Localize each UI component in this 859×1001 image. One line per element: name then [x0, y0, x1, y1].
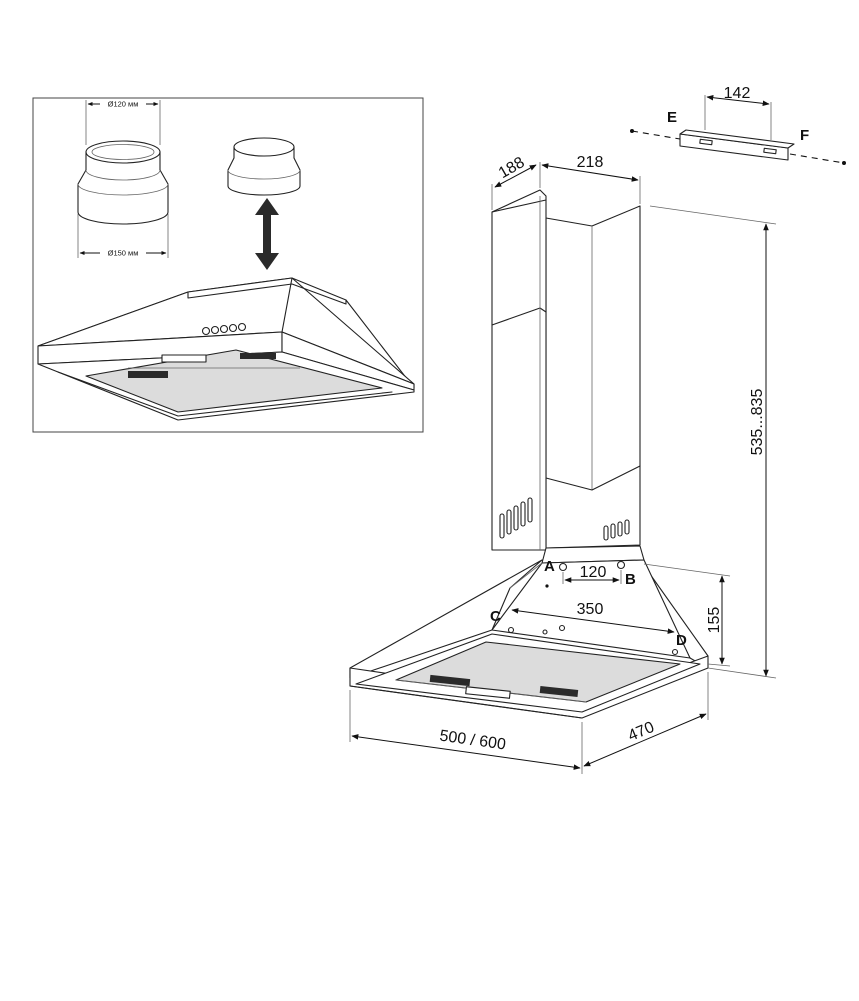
mounting-bracket: E F 142 [630, 85, 846, 165]
dimension-diameter-150: Ø150 мм [77, 214, 169, 258]
main-hood [349, 545, 709, 719]
point-label-f: F [800, 127, 809, 144]
chimney: 188 218 [491, 154, 641, 551]
dimension-diameter-120: Ø120 мм [85, 100, 161, 145]
point-label-b: B [625, 571, 636, 588]
dimension-label-cd: 350 [577, 601, 604, 618]
duct-adapter-120-150 [77, 140, 169, 225]
inset-hood [37, 277, 415, 421]
point-label-c: C [490, 608, 501, 625]
dimension-hood-height: 155 [643, 563, 731, 667]
dimension-label-hood-height: 155 [706, 607, 723, 634]
mounting-double-arrow [255, 198, 279, 270]
chimney-vents-right [603, 519, 630, 541]
point-label-e: E [667, 109, 677, 126]
dimension-label-ab: 120 [580, 564, 607, 581]
control-buttons [201, 322, 247, 336]
main-drawing: E F 142 [349, 85, 846, 774]
dimension-ab: 120 [562, 564, 622, 584]
inset-panel: Ø120 мм Ø150 мм [32, 97, 424, 433]
dimension-cd: 350 [511, 601, 675, 634]
dimension-label-chimney-width: 218 [577, 154, 604, 171]
dimension-label-diameter-120: Ø120 мм [108, 100, 139, 109]
point-label-a: A [544, 558, 555, 575]
dimension-label-chimney-height: 535...835 [749, 389, 766, 456]
dimension-label-diameter-150: Ø150 мм [108, 249, 139, 258]
dimension-label-bracket-width: 142 [724, 85, 751, 102]
point-label-d: D [676, 632, 687, 649]
dimension-label-hood-depth: 470 [626, 719, 657, 745]
dimension-chimney-height: 535...835 [649, 205, 777, 679]
chimney-vents-left [499, 497, 533, 539]
duct-collar [227, 137, 301, 196]
